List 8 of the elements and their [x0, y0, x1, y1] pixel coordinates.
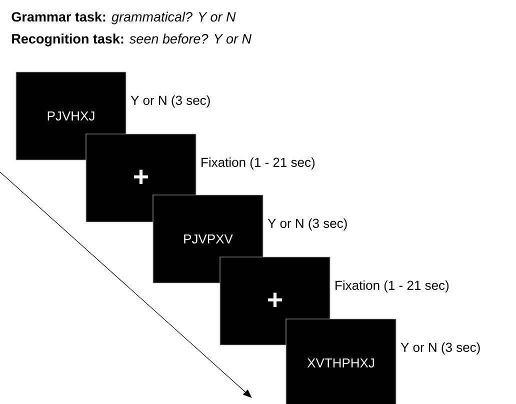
- stimulus-screen: XVTHPHXJ: [286, 318, 396, 404]
- timing-label: Y or N (3 sec): [130, 95, 210, 108]
- timing-label: Y or N (3 sec): [268, 218, 347, 230]
- timing-label: Fixation (1 - 21 sec): [202, 157, 315, 170]
- timing-label: Y or N (3 sec): [400, 342, 480, 354]
- timing-label: Fixation (1 - 21 sec): [336, 280, 449, 292]
- task-instruction: Grammar task: grammatical? Y or N: [12, 12, 236, 24]
- task-instruction: Recognition task: seen before? Y or N: [12, 34, 252, 46]
